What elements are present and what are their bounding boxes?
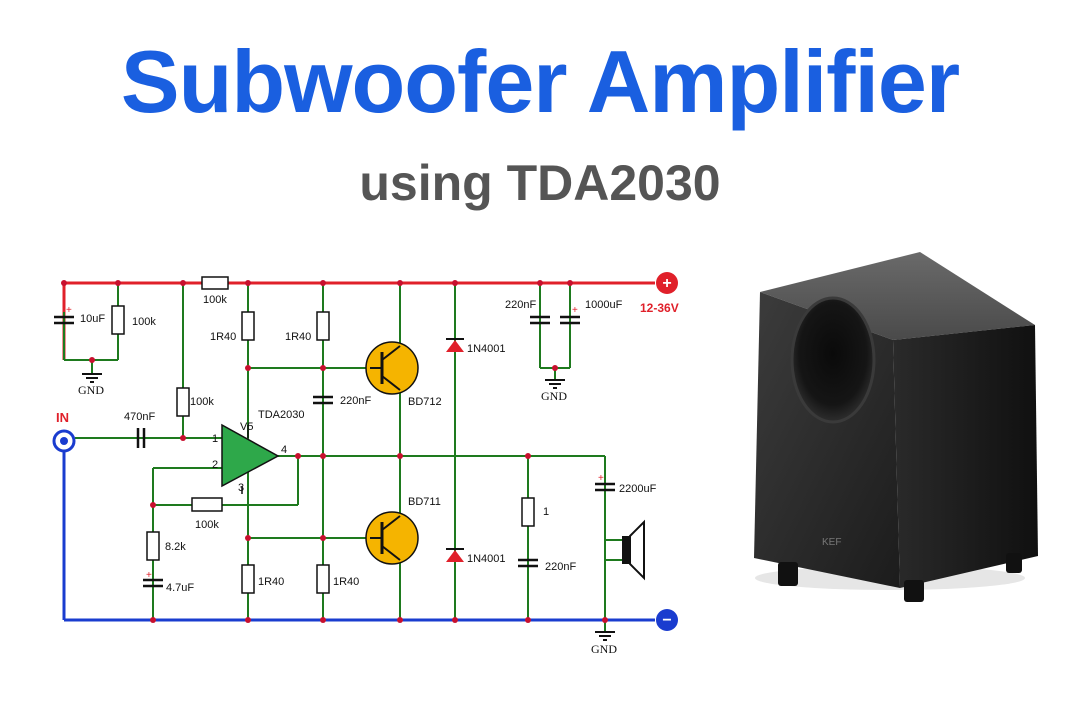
label-bd712: BD712 [408, 396, 442, 408]
supply-voltage-label: 12-36V [640, 301, 679, 315]
label-220nf-zobel: 220nF [545, 561, 576, 573]
label-100k-mid: 100k [190, 396, 214, 408]
svg-text:−: − [662, 612, 671, 629]
label-1n4001-bottom: 1N4001 [467, 553, 506, 565]
label-pin5: V5 [240, 421, 253, 433]
gnd-label-bottom: GND [591, 642, 617, 656]
page-subtitle: using TDA2030 [359, 155, 721, 211]
gnd-label-top-right: GND [541, 389, 567, 403]
speaker-icon [622, 519, 645, 581]
page-title: Subwoofer Amplifier [120, 32, 960, 131]
minus-terminal: − [656, 609, 678, 631]
label-4-7uf: 4.7uF [166, 582, 194, 594]
label-100k-top: 100k [203, 294, 227, 306]
resistor-1r40-b [316, 311, 330, 341]
label-pin3: 3 [238, 482, 244, 494]
label-220nf-top: 220nF [505, 299, 536, 311]
transistor-bd711 [365, 511, 419, 565]
label-1r40-c: 1R40 [258, 576, 284, 588]
svg-text:+: + [146, 570, 152, 581]
svg-text:+: + [572, 305, 578, 316]
transistor-bd712 [365, 341, 419, 395]
resistor-100k-bias [111, 305, 125, 335]
label-tda2030: TDA2030 [258, 409, 304, 421]
resistor-1r40-d [316, 564, 330, 594]
label-1-ohm: 1 [543, 506, 549, 518]
resistor-1-ohm [521, 497, 535, 527]
resistor-8-2k [146, 531, 160, 561]
label-470nf: 470nF [124, 411, 155, 423]
svg-text:+: + [662, 275, 671, 292]
label-bd711: BD711 [408, 496, 441, 508]
label-2200uf: 2200uF [619, 483, 657, 495]
resistor-100k-fb [191, 497, 223, 512]
label-100k-fb: 100k [195, 519, 219, 531]
label-1r40-b: 1R40 [285, 331, 311, 343]
resistor-100k-top [201, 276, 229, 290]
label-1000uf: 1000uF [585, 299, 623, 311]
capacitors [54, 315, 615, 588]
resistor-100k-mid [176, 387, 190, 417]
junction-nodes [61, 280, 608, 623]
resistors [111, 276, 535, 594]
tda2030-ic [221, 423, 280, 494]
resistor-1r40-c [241, 564, 255, 594]
label-220nf-mid: 220nF [340, 395, 371, 407]
label-1r40-a: 1R40 [210, 331, 236, 343]
gnd-label-left: GND [78, 383, 104, 397]
negative-rail [62, 450, 655, 622]
label-pin2: 2 [212, 459, 218, 471]
label-100k-bias: 100k [132, 316, 156, 328]
label-pin4: 4 [281, 444, 287, 456]
resistor-1r40-a [241, 311, 255, 341]
svg-text:+: + [66, 305, 72, 316]
label-1r40-d: 1R40 [333, 576, 359, 588]
label-8-2k: 8.2k [165, 541, 186, 553]
ground-symbols [82, 360, 615, 641]
label-1n4001-top: 1N4001 [467, 343, 506, 355]
label-pin1: 1 [212, 433, 218, 445]
input-label: IN [56, 410, 69, 425]
input-jack [52, 429, 76, 453]
brand-logo: KEF [822, 537, 841, 548]
label-10uf: 10uF [80, 313, 105, 325]
diode-bottom [446, 548, 464, 562]
subwoofer-box-image: KEF [754, 252, 1038, 602]
diode-top [446, 338, 464, 352]
svg-text:+: + [598, 473, 604, 484]
plus-terminal: + [656, 272, 678, 294]
